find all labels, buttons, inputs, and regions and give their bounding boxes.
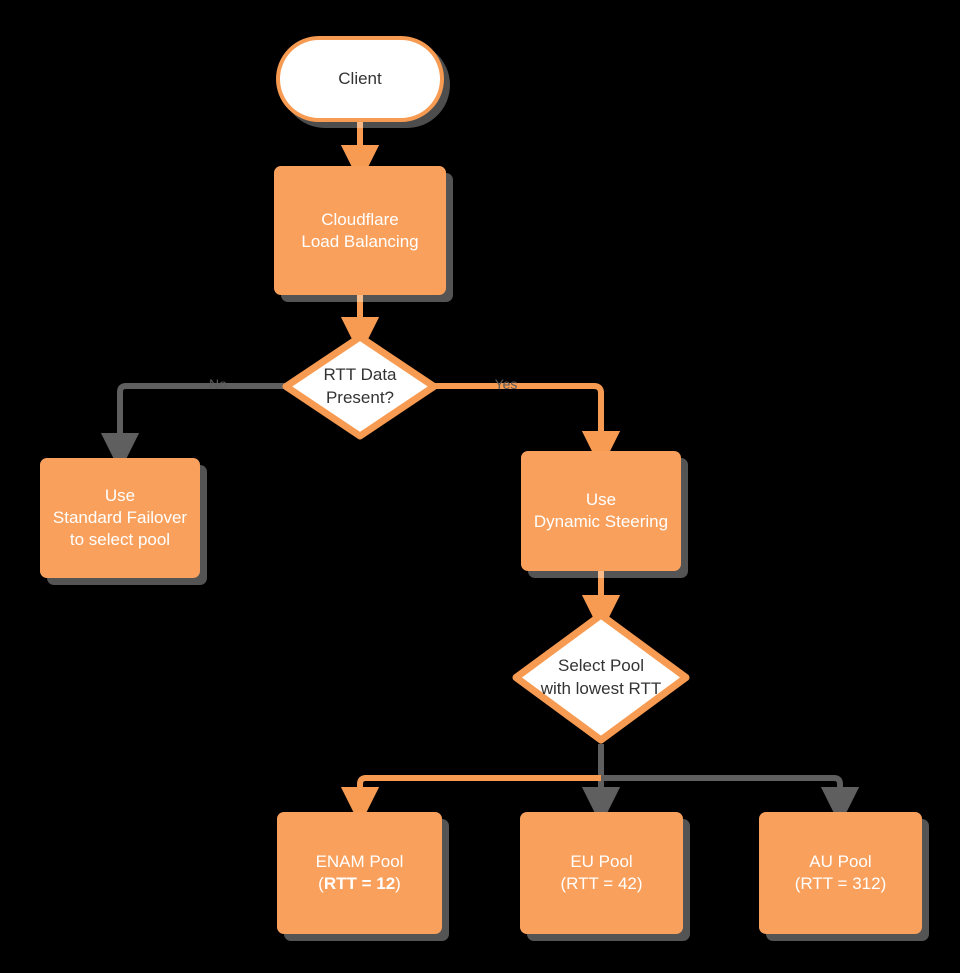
node-load-balancing-line2: Load Balancing	[301, 231, 419, 251]
node-eu-pool[interactable]: EU Pool (RTT = 42)	[520, 812, 683, 934]
node-client[interactable]: Client	[276, 36, 444, 122]
edge-label-yes: Yes	[494, 376, 518, 392]
node-select-pool-line2: with lowest RTT	[540, 678, 662, 698]
node-dynamic-steering-line2: Dynamic Steering	[533, 512, 669, 531]
node-dynamic-steering[interactable]: Use Dynamic Steering	[521, 451, 681, 571]
node-enam-pool-name: ENAM Pool	[315, 852, 404, 872]
node-select-pool-decision[interactable]: Select Pool with lowest RTT	[512, 611, 690, 744]
node-client-label: Client	[338, 69, 382, 89]
select-pool-diamond-shape	[512, 611, 690, 744]
rtt-decision-diamond-shape	[282, 333, 438, 440]
node-standard-failover-line3: to select pool	[69, 529, 171, 549]
node-cloudflare-load-balancing[interactable]: Cloudflare Load Balancing	[274, 166, 446, 295]
node-au-pool-rtt: (RTT = 312)	[795, 873, 887, 895]
edge-select-pool-to-au-pool	[601, 775, 860, 826]
eu-rtt-close-paren: )	[636, 874, 643, 893]
node-eu-pool-name: EU Pool	[570, 852, 633, 872]
node-rtt-decision-line1: RTT Data	[323, 365, 397, 385]
node-standard-failover[interactable]: Use Standard Failover to select pool	[40, 458, 200, 578]
node-standard-failover-line1: Use	[104, 486, 136, 506]
enam-rtt-close-paren: )	[395, 874, 401, 893]
node-dynamic-steering-line1: Use	[585, 490, 617, 510]
node-au-pool-name: AU Pool	[809, 852, 872, 872]
au-rtt-value: RTT = 312	[800, 874, 881, 893]
node-au-pool[interactable]: AU Pool (RTT = 312)	[759, 812, 922, 934]
node-rtt-data-present-decision[interactable]: RTT Data Present?	[282, 333, 438, 440]
edge-select-pool-to-enam-pool	[340, 775, 601, 826]
node-eu-pool-rtt: (RTT = 42)	[560, 873, 642, 895]
edge-rtt-decision-to-standard-failover	[100, 383, 285, 472]
node-standard-failover-line2: Standard Failover	[52, 508, 188, 528]
enam-rtt-open-paren: (	[318, 874, 324, 893]
eu-rtt-value: RTT = 42	[566, 874, 637, 893]
edge-label-no: No	[209, 376, 227, 392]
enam-rtt-value: RTT = 12	[323, 874, 396, 893]
au-rtt-close-paren: )	[880, 874, 887, 893]
node-load-balancing-line1: Cloudflare	[321, 209, 399, 229]
au-rtt-open-paren: (	[794, 874, 801, 893]
node-enam-pool[interactable]: ENAM Pool (RTT = 12)	[277, 812, 442, 934]
edge-rtt-decision-to-dynamic-steering	[435, 383, 621, 470]
node-rtt-decision-line2: Present?	[325, 387, 395, 407]
node-select-pool-line1: Select Pool	[557, 656, 644, 676]
eu-rtt-open-paren: (	[560, 874, 567, 893]
node-enam-pool-rtt: (RTT = 12)	[316, 873, 404, 895]
